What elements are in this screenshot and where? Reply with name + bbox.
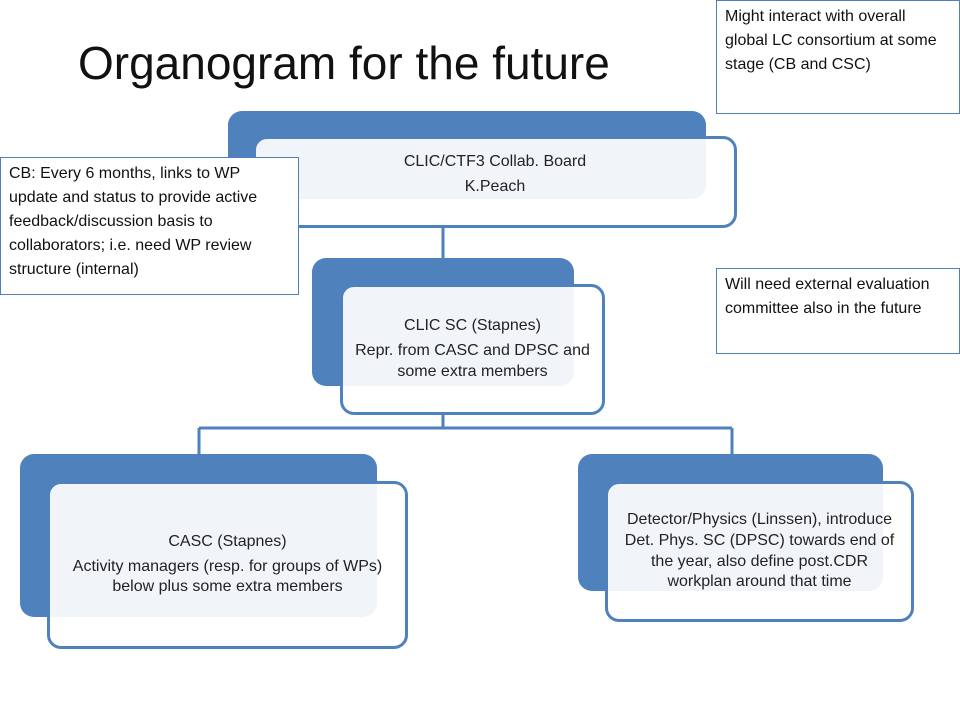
board-node-title: CLIC/CTF3 Collab. Board <box>403 153 587 171</box>
sc-node[interactable]: CLIC SC (Stapnes) Repr. from CASC and DP… <box>340 284 605 415</box>
detector-node[interactable]: Detector/Physics (Linssen), introduce De… <box>605 481 914 622</box>
board-node[interactable]: CLIC/CTF3 Collab. Board K.Peach <box>253 136 737 228</box>
page-title: Organogram for the future <box>78 37 610 89</box>
connector-sc-children <box>197 414 734 454</box>
cb-review-note: CB: Every 6 months, links to WP update a… <box>0 157 299 295</box>
casc-node[interactable]: CASC (Stapnes) Activity managers (resp. … <box>47 481 408 649</box>
casc-node-title: CASC (Stapnes) <box>168 532 287 550</box>
detector-node-description: Detector/Physics (Linssen), introduce De… <box>624 510 895 591</box>
external-evaluation-note: Will need external evaluation committee … <box>716 268 960 354</box>
casc-node-description: Activity managers (resp. for groups of W… <box>72 557 383 596</box>
global-consortium-note: Might interact with overall global LC co… <box>716 0 960 114</box>
sc-node-title: CLIC SC (Stapnes) <box>404 317 541 335</box>
board-node-lead: K.Peach <box>464 178 526 195</box>
sc-node-description: Repr. from CASC and DPSC and some extra … <box>355 342 590 380</box>
